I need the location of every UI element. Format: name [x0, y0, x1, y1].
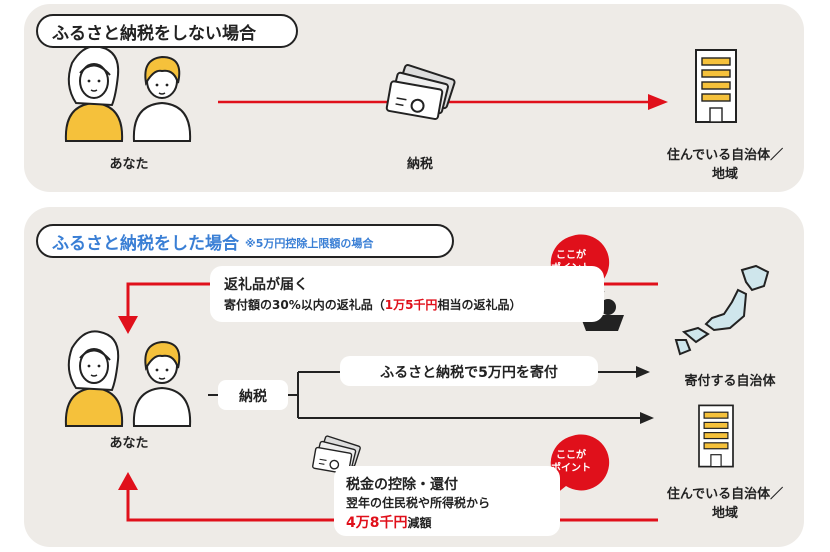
deduct-title: 税金の控除・還付: [346, 477, 458, 493]
tax-label-2: 納税: [239, 389, 267, 405]
tax-box-2: 納税: [218, 380, 288, 410]
title-note: ※5万円控除上限額の場合: [245, 236, 374, 250]
donate-target-label: 寄付する自治体: [684, 374, 776, 389]
municipality-label-2: 住んでいる自治体／ 地域: [650, 483, 800, 521]
gift-desc-amount: 1万5千円: [384, 298, 438, 312]
municipality-line2: 地域: [711, 167, 738, 182]
municipality-line1: 住んでいる自治体／: [666, 487, 784, 502]
title-with-furusato: ふるさと納税をした場合 ※5万円控除上限額の場合: [36, 224, 454, 258]
person-label-1: あなた: [109, 157, 149, 172]
woman-icon-2: [64, 330, 124, 427]
gift-arrow-line: [126, 282, 210, 318]
point-badge-2: ここが ポイント: [538, 436, 604, 496]
banknotes-icon-1: [385, 63, 457, 121]
point-badge-1: ここが ポイント: [538, 236, 604, 296]
point-badge-line2: ポイント: [551, 463, 591, 474]
deduct-amount: 4万8千円: [346, 515, 408, 531]
municipality-line1: 住んでいる自治体／: [666, 148, 784, 163]
gift-desc-prefix: 寄付額の30%以内の返礼品（: [224, 298, 385, 312]
point-badge-line1: ここが: [556, 250, 586, 261]
gift-desc: 寄付額の30%以内の返礼品（1万5千円相当の返礼品）: [224, 296, 521, 313]
point-badge-icon-2: [550, 434, 610, 494]
deduct-suffix: 減額: [407, 516, 432, 530]
gift-desc-suffix: 相当の返礼品）: [437, 298, 522, 312]
gift-info-box: 返礼品が届く 寄付額の30%以内の返礼品（1万5千円相当の返礼品）: [210, 266, 604, 322]
tax-label-1: 納税: [406, 157, 433, 172]
donate-box: ふるさと納税で5万円を寄付: [340, 356, 598, 386]
gift-arrow-head: [118, 316, 138, 334]
man-icon-1: [132, 56, 192, 142]
title-without-furusato: ふるさと納税をしない場合: [36, 14, 298, 48]
deduct-desc: 翌年の住民税や所得税から: [346, 496, 491, 510]
deduct-amount-line: 4万8千円減額: [346, 512, 432, 532]
person-label-2: あなた: [109, 436, 149, 451]
donate-label: ふるさと納税で5万円を寄付: [380, 365, 558, 381]
building-icon-2: [698, 404, 734, 468]
gift-title: 返礼品が届く: [224, 277, 308, 293]
deduct-info-box: 税金の控除・還付 翌年の住民税や所得税から 4万8千円減額: [334, 466, 560, 536]
woman-icon-1: [64, 45, 124, 142]
title-text: ふるさと納税をした場合: [52, 233, 239, 254]
point-badge-line1: ここが: [556, 450, 586, 461]
deduct-arrow-head: [118, 472, 138, 490]
man-icon-2: [132, 341, 192, 427]
municipality-line2: 地域: [711, 506, 738, 521]
title-text: ふるさと納税をしない場合: [52, 23, 256, 44]
tax-arrow-head: [648, 94, 668, 110]
point-badge-line2: ポイント: [551, 263, 591, 274]
municipality-label-1: 住んでいる自治体／ 地域: [650, 144, 800, 182]
deduct-arrow-line: [126, 488, 334, 522]
japan-map-icon: [674, 264, 770, 356]
building-icon-1: [695, 49, 737, 123]
